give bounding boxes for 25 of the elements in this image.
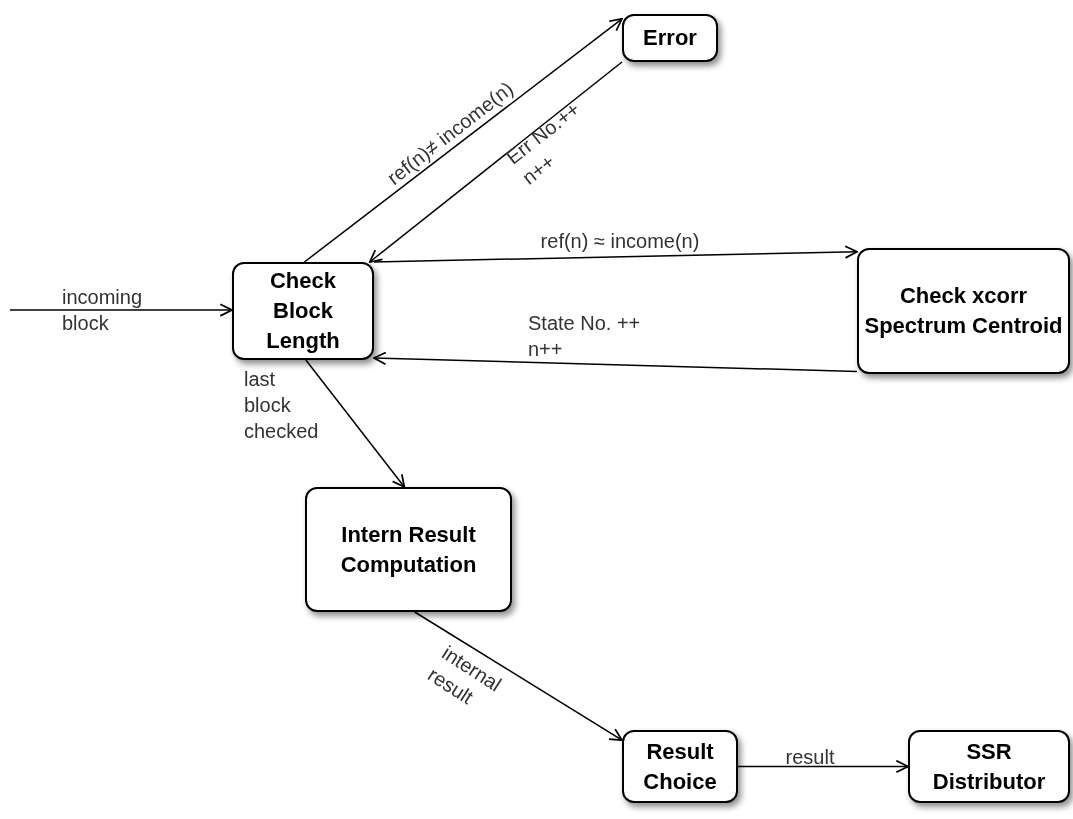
arrow	[303, 17, 623, 263]
process-box	[305, 487, 512, 612]
process-box	[857, 248, 1070, 374]
arrow	[737, 759, 909, 774]
arrow	[373, 351, 858, 373]
box-label: Check Block Length	[265, 267, 341, 355]
edge-label: State No. ++ n++	[528, 311, 642, 362]
arrow	[368, 61, 623, 263]
box-label: Intern Result Computation	[339, 520, 478, 579]
edge-label: result	[784, 745, 836, 770]
arrow	[373, 245, 858, 263]
arrow	[413, 611, 623, 742]
edge-label: ref(n) ≈ income(n)	[539, 229, 701, 254]
box-label: Check xcorr Spectrum Centroid	[863, 282, 1064, 340]
box-label: Result Choice	[642, 737, 718, 796]
box-label: Error	[642, 24, 698, 52]
process-box	[622, 14, 718, 62]
edge-label: last block checked	[244, 367, 320, 444]
process-box	[232, 262, 374, 360]
edge-label: incoming block	[62, 285, 144, 336]
arrow	[9, 303, 233, 317]
process-box	[908, 730, 1070, 803]
arrow	[305, 359, 406, 488]
box-label: SSR Distributor	[931, 737, 1047, 796]
process-box	[622, 730, 738, 803]
